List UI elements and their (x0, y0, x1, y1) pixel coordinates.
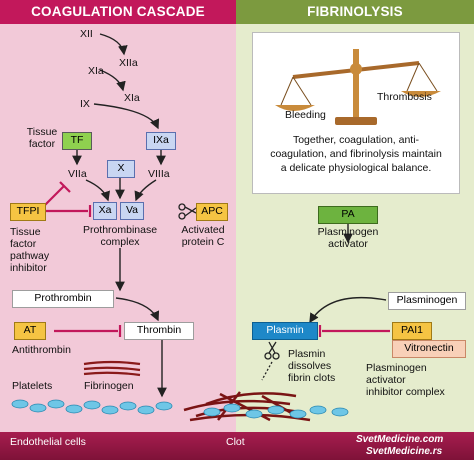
coagulation-header: COAGULATION CASCADE (0, 0, 236, 24)
factor-ix: IX (80, 98, 90, 110)
coagulation-panel (0, 0, 236, 460)
factor-xia-2: XIa (124, 92, 140, 104)
tfpi-box: TFPI (10, 203, 46, 221)
scissors-icon-apc (178, 203, 197, 220)
thrombin-box: Thrombin (124, 322, 194, 340)
pai1-box: PAI1 (392, 322, 432, 340)
watermark-rs: SvetMedicine.rs (366, 446, 443, 457)
apc-box: APC (196, 203, 228, 221)
fibrinogen-label: Fibrinogen (84, 380, 134, 392)
factor-xii: XII (80, 28, 93, 40)
pai-description: Plasminogen activator inhibitor complex (366, 362, 445, 398)
fibrin-strands (83, 360, 141, 377)
clot-label: Clot (226, 436, 245, 448)
scissors-icon-plasmin (261, 341, 280, 381)
inhibit-tfpi-viia-bar (59, 181, 71, 193)
inhibit-tfpi-viia (43, 185, 65, 207)
balance-card: Bleeding Thrombosis Together, coagulatio… (252, 32, 460, 194)
endothelial-cells-label: Endothelial cells (10, 436, 86, 448)
arrow-viia-xa (85, 179, 110, 202)
thrombosis-label: Thrombosis (377, 91, 432, 103)
plasminogen-box: Plasminogen (388, 292, 466, 310)
plasmin-box: Plasmin (252, 322, 318, 340)
balance-text: Together, coagulation, anti- coagulation… (270, 134, 442, 174)
at-box: AT (14, 322, 46, 340)
xa-box: Xa (93, 202, 117, 220)
platelets-graphic (11, 399, 349, 419)
vitronectin-box: Vitronectin (392, 340, 466, 358)
factor-xia-1: XIa (88, 65, 104, 77)
antithrombin-label: Antithrombin (12, 344, 71, 356)
arrow-prothrombin-thrombin (115, 297, 160, 322)
arrow-xii-xiia (99, 33, 128, 56)
factor-viia: VIIa (68, 168, 87, 180)
arrow-ix-ixa (93, 103, 160, 130)
x-box: X (107, 160, 135, 178)
platelets-label: Platelets (12, 380, 53, 392)
factor-xiia: XIIa (119, 57, 138, 69)
arrow-plasminogen-plasmin (309, 296, 387, 324)
tf-box: TF (62, 132, 92, 150)
arrow-xia-xia (99, 69, 126, 92)
bleeding-label: Bleeding (285, 109, 326, 121)
arrow-viiia-xa (134, 179, 157, 202)
pa-box: PA (318, 206, 378, 224)
endothelium-bar (0, 432, 474, 460)
prothrombin-box: Prothrombin (12, 290, 114, 308)
fibrinolysis-header: FIBRINOLYSIS (236, 0, 474, 24)
va-box: Va (120, 202, 144, 220)
ixa-box: IXa (146, 132, 176, 150)
plasmin-description: Plasmin dissolves fibrin clots (288, 348, 336, 384)
factor-viiia: VIIIa (148, 168, 170, 180)
watermark: SvetMedicine.com (356, 434, 444, 445)
balance-scale-icon (275, 49, 441, 125)
